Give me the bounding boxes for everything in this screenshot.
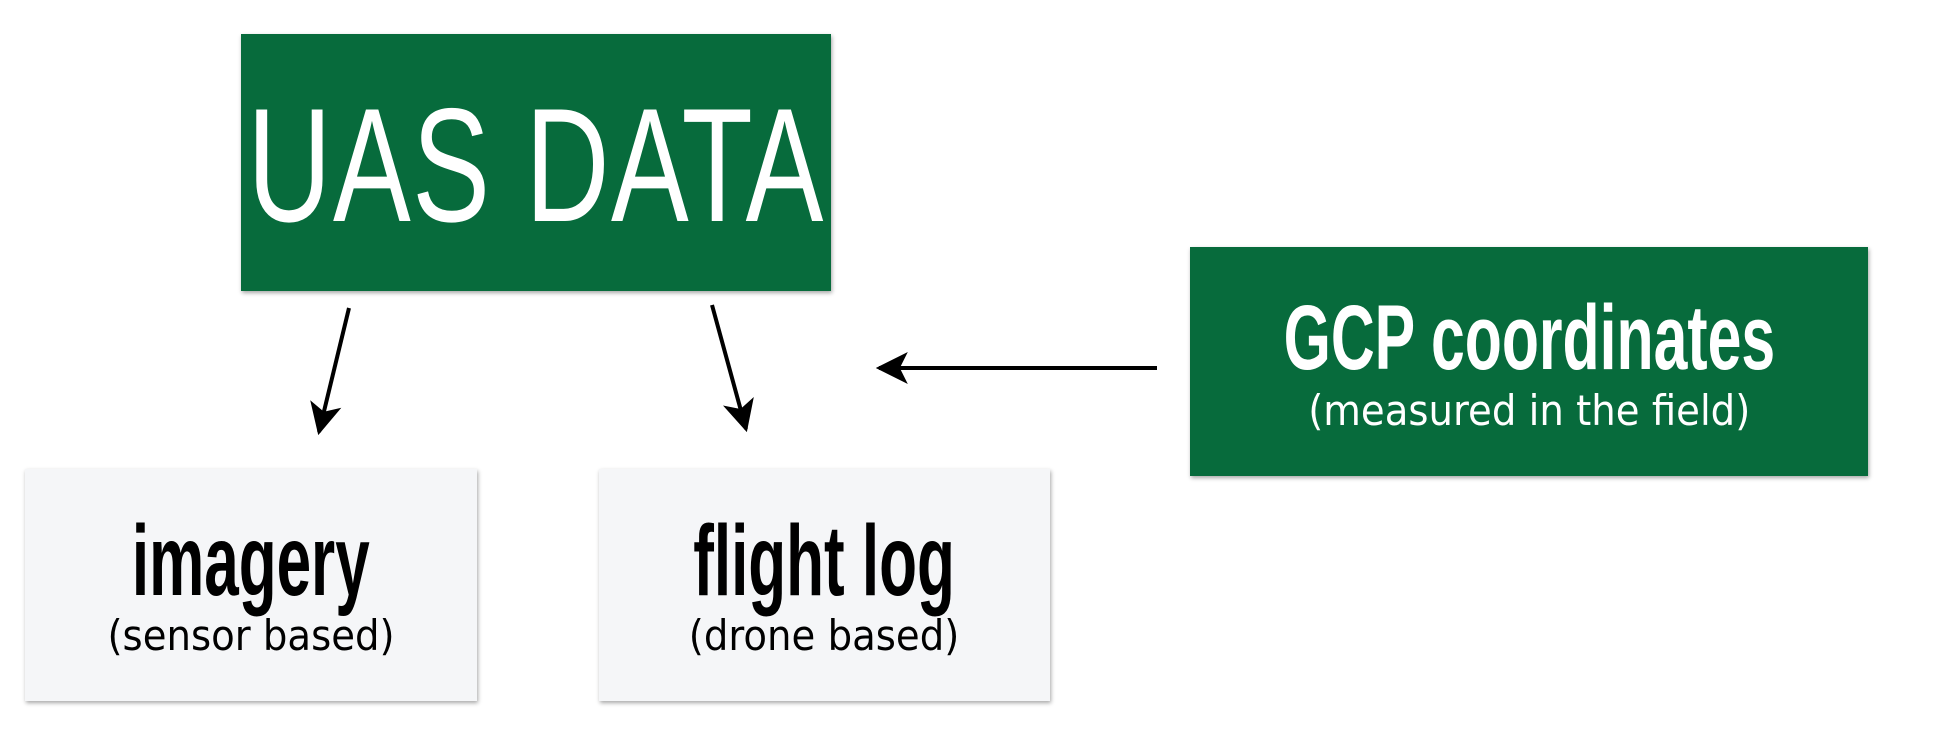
flight-log-node: flight log (drone based) <box>599 469 1050 701</box>
imagery-title: imagery <box>132 504 370 617</box>
flight-log-title: flight log <box>693 504 956 617</box>
flight-log-subtitle: (drone based) <box>689 610 960 660</box>
imagery-subtitle: (sensor based) <box>107 610 395 660</box>
gcp-coordinates-subtitle: (measured in the field) <box>1307 386 1751 436</box>
gcp-coordinates-node: GCP coordinates (measured in the field) <box>1190 247 1868 476</box>
gcp-coordinates-title: GCP coordinates <box>1283 287 1775 390</box>
uas-data-node: UAS DATA <box>241 34 831 291</box>
uas-data-title: UAS DATA <box>247 74 825 256</box>
arrow-uas-to-imagery <box>310 307 351 436</box>
arrow-uas-to-flight-log <box>710 304 754 433</box>
imagery-node: imagery (sensor based) <box>25 469 477 701</box>
